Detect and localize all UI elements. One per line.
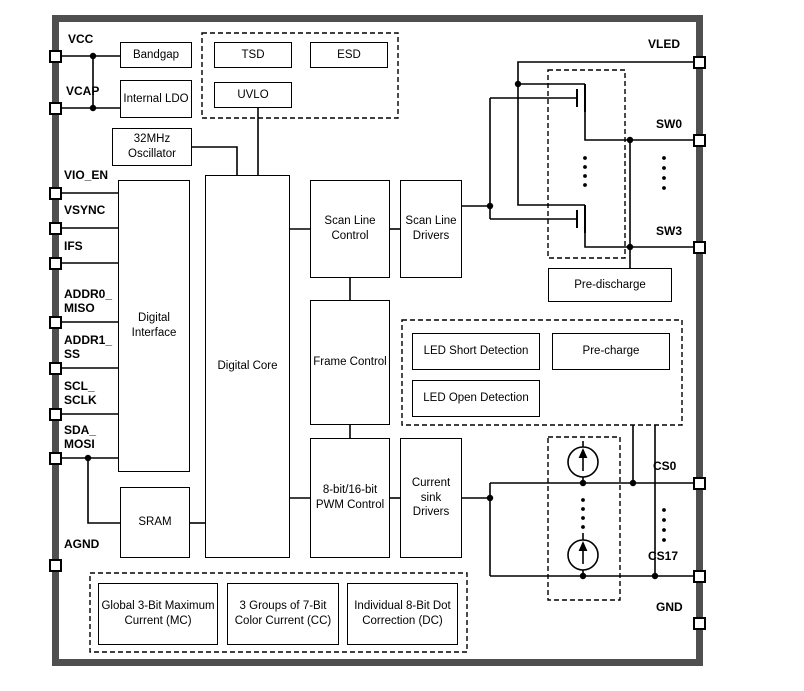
pin-label-cs0: CS0: [653, 459, 677, 473]
repeat-ellipsis-dots: [581, 156, 666, 542]
block-pre-discharge: Pre-discharge: [548, 268, 672, 302]
block-uvlo: UVLO: [214, 82, 292, 108]
block-bandgap: Bandgap: [120, 42, 192, 68]
pin-label-sda-mosi: SDA_ MOSI: [64, 423, 97, 451]
block-digital-core: Digital Core: [205, 175, 290, 558]
block-tsd: TSD: [214, 42, 292, 68]
block-esd: ESD: [310, 42, 388, 68]
pin-cs17: [693, 570, 706, 583]
block-pre-charge: Pre-charge: [552, 333, 670, 370]
block-sram: SRAM: [120, 487, 190, 558]
pin-label-vled: VLED: [648, 37, 681, 51]
block-digital-interface: Digital Interface: [118, 180, 190, 472]
pin-sda-mosi: [49, 452, 62, 465]
block-scan-line-control: Scan Line Control: [310, 180, 390, 278]
block-oscillator: 32MHz Oscillator: [112, 128, 192, 166]
pin-addr0-miso: [49, 316, 62, 329]
block-pwm-control: 8-bit/16-bit PWM Control: [310, 438, 390, 558]
pin-vio-en: [49, 187, 62, 200]
pin-label-ifs: IFS: [64, 239, 83, 253]
pin-label-vio-en: VIO_EN: [64, 168, 109, 182]
pin-scl-sclk: [49, 408, 62, 421]
pin-cs0: [693, 477, 706, 490]
pin-vcc: [49, 50, 62, 63]
block-scan-line-drivers: Scan Line Drivers: [400, 180, 462, 278]
current-source-array-box: [547, 436, 621, 601]
junction-dots: [84, 52, 659, 580]
pin-label-vcc: VCC: [68, 32, 94, 46]
block-internal-ldo: Internal LDO: [120, 80, 192, 118]
pin-gnd: [693, 617, 706, 630]
pin-label-cs17: CS17: [648, 549, 679, 563]
pin-label-vcap: VCAP: [66, 84, 100, 98]
mosfet-switch-icon: [576, 84, 586, 233]
pin-label-gnd: GND: [656, 600, 683, 614]
block-frame-control: Frame Control: [310, 300, 390, 425]
current-source-icon: [567, 446, 599, 571]
block-global-max-current: Global 3-Bit Maximum Current (MC): [98, 583, 218, 645]
dashed-group-boxes: [89, 32, 683, 653]
pin-vcap: [49, 102, 62, 115]
pin-ifs: [49, 257, 62, 270]
pin-label-vsync: VSYNC: [64, 203, 106, 217]
pin-label-addr1-ss: ADDR1_ SS: [64, 333, 113, 361]
block-color-current: 3 Groups of 7-Bit Color Current (CC): [227, 583, 339, 645]
pin-label-sw0: SW0: [656, 117, 683, 131]
pin-vsync: [49, 222, 62, 235]
current-config-group-box: [89, 572, 468, 653]
pin-label-agnd: AGND: [64, 537, 100, 551]
pin-sw0: [693, 134, 706, 147]
detection-group-box: [401, 319, 683, 426]
pin-label-scl-sclk: SCL_ SCLK: [64, 379, 97, 407]
pin-agnd: [49, 559, 62, 572]
block-led-open-detection: LED Open Detection: [412, 380, 540, 417]
block-dot-correction: Individual 8-Bit Dot Correction (DC): [347, 583, 458, 645]
pin-sw3: [693, 241, 706, 254]
block-led-short-detection: LED Short Detection: [412, 333, 540, 370]
pin-label-addr0-miso: ADDR0_ MISO: [64, 287, 113, 315]
switch-array-box: [547, 69, 626, 259]
pin-vled: [693, 56, 706, 69]
protection-group-box: [201, 32, 399, 119]
pin-addr1-ss: [49, 362, 62, 375]
block-current-sink-drivers: Current sink Drivers: [400, 438, 462, 558]
pin-label-sw3: SW3: [656, 224, 683, 238]
